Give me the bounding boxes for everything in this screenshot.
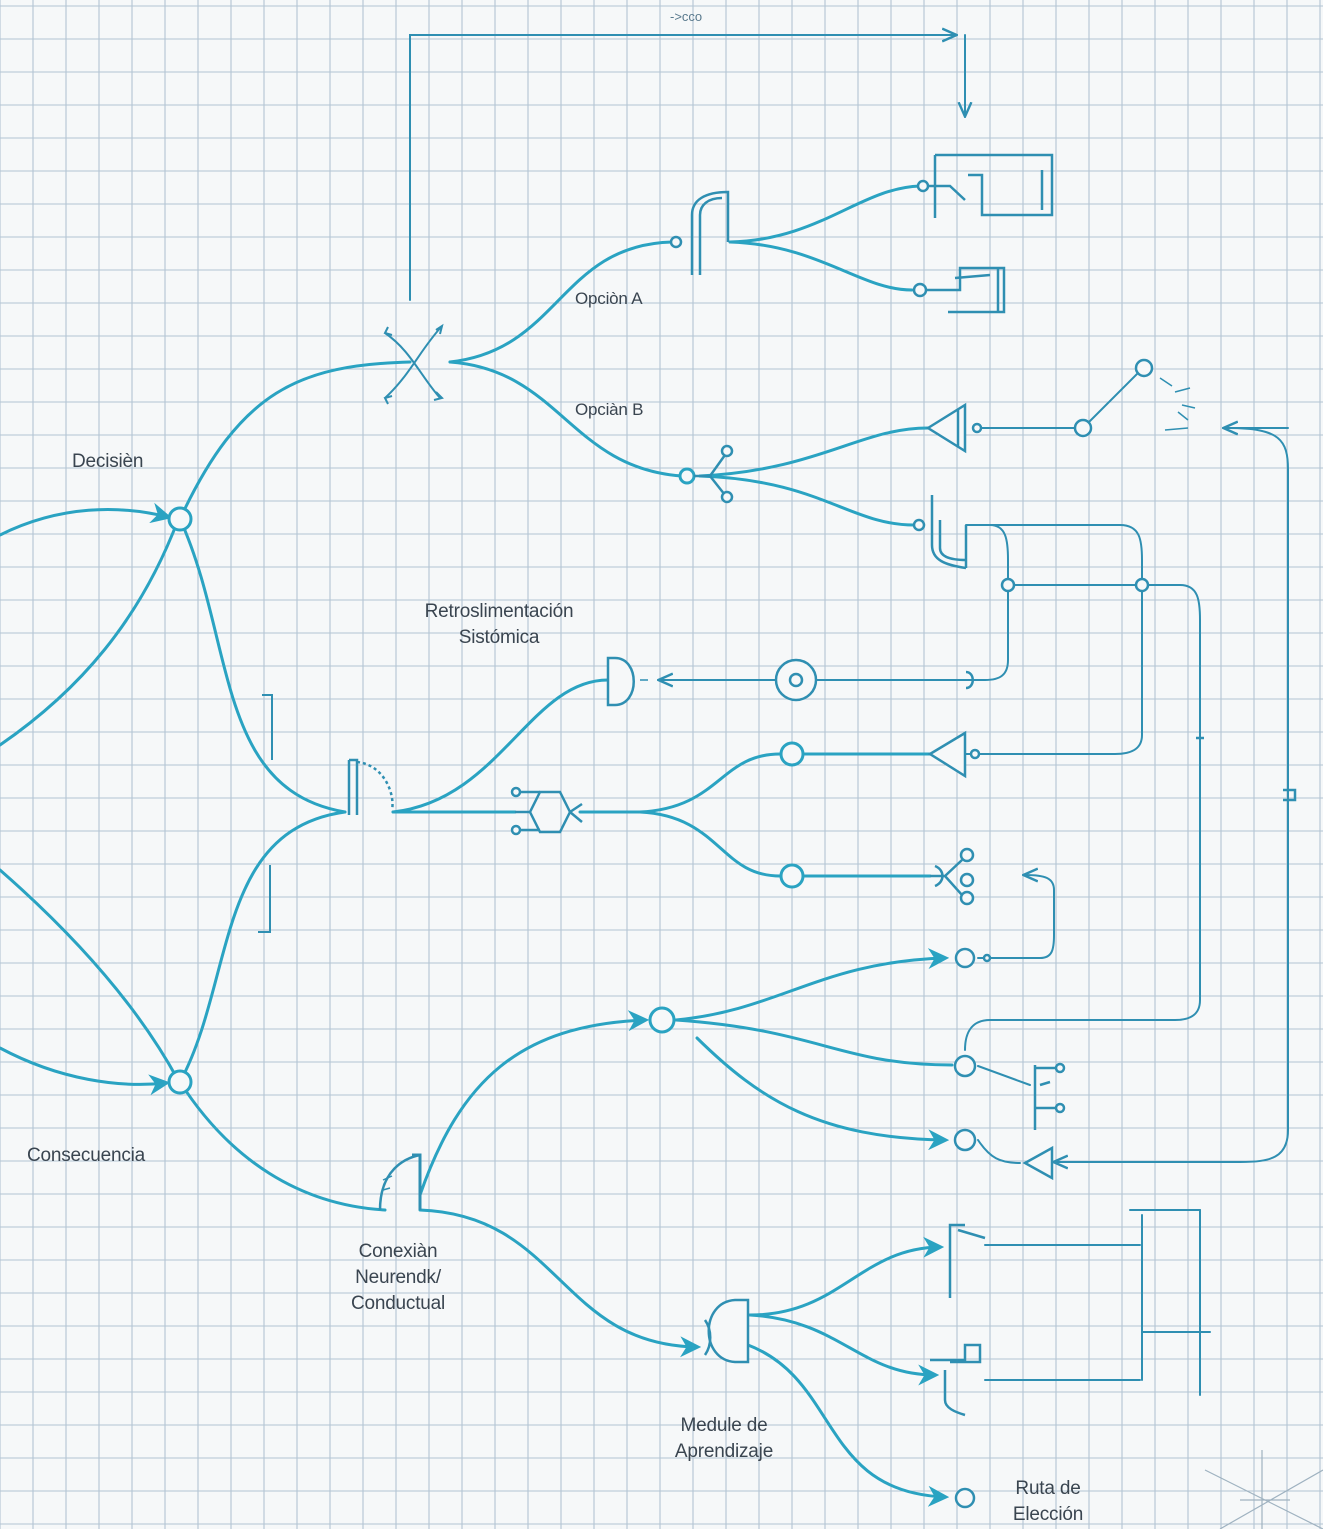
upper-buffer	[925, 402, 983, 454]
middle-tri-node	[930, 847, 975, 906]
wire-node-right-stub	[977, 1065, 1031, 1086]
node-mid-lower	[779, 863, 805, 889]
wire-hub-up	[674, 948, 950, 1022]
label-decision: Decisièn	[72, 451, 144, 472]
wire-module-down	[746, 1343, 950, 1507]
wire-module-mid	[748, 1313, 940, 1386]
node-right-1-dot	[982, 953, 992, 963]
wire-a-to-second	[728, 240, 914, 292]
label-feedback-line2: Sistómica	[458, 627, 540, 648]
target-node	[774, 658, 818, 702]
components	[167, 153, 1323, 1529]
crossover-switch	[383, 323, 444, 405]
wire-jgate-loop-a	[799, 524, 1009, 681]
wire-loop-c	[964, 584, 1201, 1051]
compass-sketch	[1204, 1450, 1323, 1529]
label-option-a: Opciòn A	[575, 289, 643, 308]
second-relay	[912, 266, 1006, 314]
toggle-switch	[1073, 358, 1196, 438]
label-connection-line3: Conductual	[350, 1293, 446, 1314]
top-scribble: ->cco	[670, 9, 702, 24]
wire-hub-mid	[674, 1018, 954, 1067]
loop-node-a	[1000, 577, 1016, 593]
bottom-gate-2	[930, 1343, 982, 1417]
label-feedback-line1: Retroslimentación	[424, 601, 574, 622]
bracket-upper	[262, 694, 273, 760]
wire-decision-to-cross	[178, 360, 412, 521]
label-route-line2: Elección	[1012, 1504, 1084, 1525]
wire-input-diag-down	[0, 868, 180, 1082]
node-right-2	[953, 1054, 977, 1078]
wire-b-to-buffer	[698, 426, 930, 478]
wire-input-bottom	[0, 1046, 171, 1096]
node-right-3	[953, 1128, 977, 1152]
loop-node-b	[1134, 577, 1150, 593]
node-right-1	[954, 947, 976, 969]
mux-gate	[510, 786, 583, 836]
wire-a-to-top	[728, 184, 922, 244]
node-mid-upper	[779, 741, 805, 767]
lower-contact	[1033, 1062, 1066, 1130]
wire-consequence-to-gate	[178, 810, 347, 1084]
j-gate	[912, 495, 968, 570]
bus-tick-a	[1283, 788, 1297, 802]
top-relay-box	[916, 153, 1054, 218]
node-decision	[167, 506, 193, 532]
wire-hub-low	[695, 1036, 950, 1151]
node-consequence	[167, 1069, 193, 1095]
label-option-b: Opciàn B	[575, 400, 644, 419]
feedback-wires	[409, 35, 1289, 1396]
label-connection-line1: Conexiàn	[358, 1241, 438, 1262]
wire-gate-to-dgate	[391, 678, 610, 814]
wire-lower-to-hub	[418, 1010, 650, 1197]
wire-jgate-loop-b	[964, 524, 1143, 755]
wire-option-a	[448, 240, 674, 364]
wire-low-right	[977, 1139, 1021, 1164]
label-module-line1: Medule de	[680, 1415, 768, 1436]
wire-input-top	[0, 502, 173, 537]
label-module-line2: Aprendizaje	[674, 1441, 774, 1462]
bottom-gate-1	[948, 1223, 986, 1298]
upper-and-gate	[669, 190, 730, 275]
wire-mux-down	[638, 810, 782, 878]
label-route-line1: Ruta de	[1015, 1478, 1081, 1499]
middle-gate	[347, 758, 394, 815]
wire-b-to-jgate	[698, 474, 916, 527]
label-connection-line2: Neurendk/	[355, 1267, 441, 1288]
middle-buffer	[927, 730, 981, 779]
wire-small-loop	[977, 875, 1055, 959]
lower-buffer	[1022, 1145, 1054, 1181]
wire-right-bus	[1055, 427, 1289, 1162]
label-consequence: Consecuencia	[27, 1145, 146, 1166]
wire-switch-arm	[1082, 367, 1144, 429]
bracket-lower	[258, 865, 271, 933]
main-wires	[0, 184, 954, 1507]
wire-module-up	[748, 1236, 945, 1317]
wire-mux-up	[638, 752, 782, 814]
wire-feedback-top-loop	[409, 35, 955, 301]
middle-d-gate	[606, 656, 648, 707]
node-route	[954, 1487, 976, 1509]
wire-input-diag-up	[0, 518, 180, 747]
option-b-tri-node	[678, 444, 734, 504]
wire-lower-to-module	[418, 1208, 702, 1358]
lower-gate	[378, 1153, 422, 1211]
wire-decision-to-gate	[178, 517, 347, 814]
node-hub	[648, 1006, 676, 1034]
wire-option-b	[448, 360, 684, 478]
loop-tick-a	[965, 670, 974, 690]
wire-consequence-to-lower	[178, 1080, 387, 1212]
learning-module-gate	[703, 1298, 750, 1364]
